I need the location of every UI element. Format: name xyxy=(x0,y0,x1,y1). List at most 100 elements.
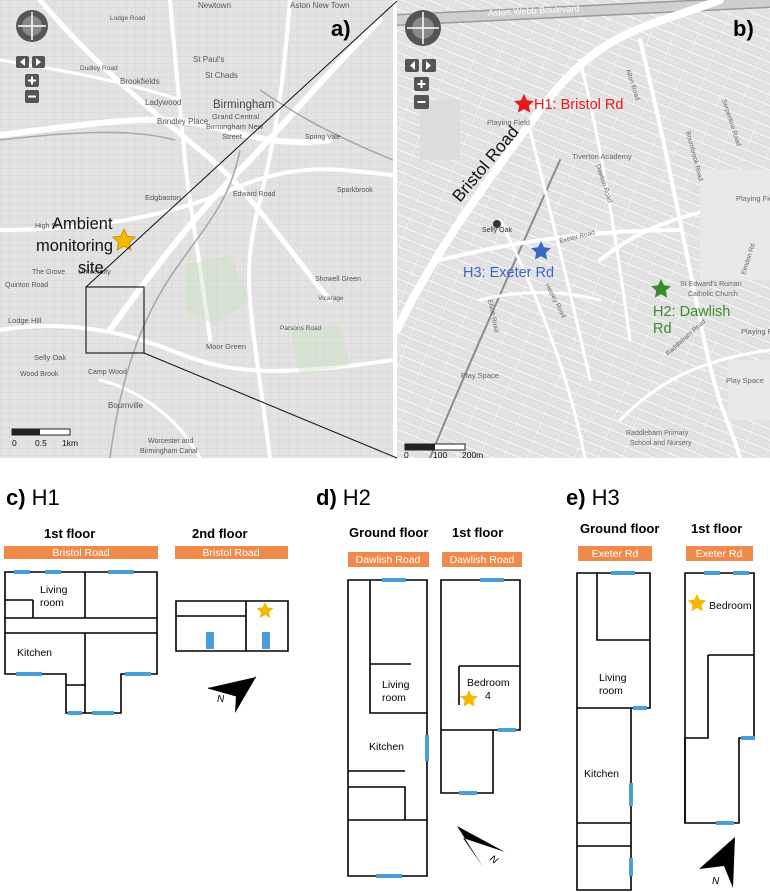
h2-road-tag-2-text: Dawlish Road xyxy=(450,554,515,566)
svg-text:N: N xyxy=(487,853,500,867)
h1-road-tag-2 xyxy=(175,546,288,559)
ambient-site-star xyxy=(111,228,137,251)
place-label: St Paul's xyxy=(193,55,224,64)
h3-road-tag xyxy=(578,546,652,561)
svg-text:St Edward's Roman: St Edward's Roman xyxy=(680,281,742,288)
map-a-controls xyxy=(16,10,48,103)
h2-windows xyxy=(376,578,516,878)
place-label: Street xyxy=(222,132,243,141)
place-label: Dudley Road xyxy=(80,65,118,72)
place-label: Aston New Town xyxy=(290,1,349,10)
svg-text:Catholic Church: Catholic Church xyxy=(688,291,738,298)
place-label: Selly Oak xyxy=(34,353,66,362)
place-label: St Chads xyxy=(205,71,238,80)
room-label: room xyxy=(599,685,623,697)
place-label: High St xyxy=(35,223,58,230)
svg-text:Play Space: Play Space xyxy=(461,371,499,380)
place-label: University xyxy=(78,267,111,276)
h3-floor-1-title: Ground floor xyxy=(580,521,659,536)
map-b-controls xyxy=(405,10,441,109)
room-label: room xyxy=(40,597,64,609)
place-label: Birmingham New xyxy=(206,122,264,131)
h1-north-arrow: N xyxy=(207,676,257,713)
h3-floor-2-title: 1st floor xyxy=(691,521,742,536)
h1-road-tag-text: Bristol Road xyxy=(52,547,109,559)
map-a-railways xyxy=(0,89,393,458)
h2-site-label-line2: Rd xyxy=(653,321,672,337)
svg-text:Play Space: Play Space xyxy=(726,376,764,385)
h3-site-label: H3: Exeter Rd xyxy=(463,265,554,281)
inset-connectors xyxy=(85,0,398,459)
h3-monitor-star xyxy=(687,594,707,612)
place-label: Worcester and xyxy=(148,438,193,445)
place-label: Parsons Road xyxy=(280,325,322,332)
place-label: Newtown xyxy=(198,1,231,10)
svg-text:Tiverton Academy: Tiverton Academy xyxy=(572,152,632,161)
ambient-site-label: Ambient monitoring site xyxy=(36,215,113,277)
room-label: Bedroom xyxy=(709,600,752,612)
place-label: Quinton Road xyxy=(5,282,48,289)
place-label: Ladywood xyxy=(145,98,181,107)
h2-site-star xyxy=(651,279,671,298)
room-label: 4 xyxy=(485,690,491,702)
panel-e-header: e)H3 xyxy=(566,485,620,510)
h3-north-arrow: N xyxy=(699,837,735,888)
h2-road-tag-2 xyxy=(442,552,522,567)
floorplan-h1: c)H1 1st floor 2nd floor Bristol Road Br… xyxy=(4,485,289,715)
h3-road-tag-2-text: Exeter Rd xyxy=(696,548,743,560)
h1-monitor-star xyxy=(256,602,274,619)
svg-text:monitoring: monitoring xyxy=(36,237,113,255)
svg-text:Playing Fields: Playing Fields xyxy=(736,194,770,203)
place-label: Vicarage xyxy=(318,295,344,302)
h2-floor-2-title: 1st floor xyxy=(452,525,503,540)
h2-site-label: H2: Dawlish xyxy=(653,304,730,320)
svg-text:N: N xyxy=(712,876,720,887)
place-label: Birmingham xyxy=(213,99,274,111)
h2-monitor-star xyxy=(460,690,478,707)
room-label: Kitchen xyxy=(369,741,404,753)
h1-site-star xyxy=(514,94,534,113)
place-label: Grand Central xyxy=(212,112,259,121)
place-label: Brindley Place xyxy=(157,117,209,126)
place-label: Edward Road xyxy=(233,191,276,198)
place-label: Birmingham Canal xyxy=(140,448,198,455)
place-label: Sparkbrook xyxy=(337,187,373,194)
panel-letter-b: b) xyxy=(733,16,754,41)
floorplan-h3: e)H3 Ground floor 1st floor Exeter Rd Ex… xyxy=(566,485,755,891)
map-b-parks xyxy=(420,100,770,420)
map-b-scale-bar: 0 100 200m xyxy=(404,443,483,460)
room-label: Living xyxy=(382,679,410,691)
place-label: Moor Green xyxy=(206,342,246,351)
svg-text:100: 100 xyxy=(433,450,447,460)
h3-walls xyxy=(576,572,755,891)
inset-box xyxy=(85,286,145,354)
floorplan-h2: d)H2 Ground floor 1st floor Dawlish Road… xyxy=(316,485,522,878)
place-label: The Grove xyxy=(32,269,65,276)
svg-text:Playing Field: Playing Field xyxy=(487,118,530,127)
place-label: Brookfields xyxy=(120,77,160,86)
place-label: Lodge Hill xyxy=(8,316,42,325)
h3-site-star xyxy=(531,241,551,260)
svg-text:site: site xyxy=(78,259,104,277)
h3-windows xyxy=(611,571,755,876)
railway-station-icon xyxy=(493,220,501,228)
svg-text:Ambient: Ambient xyxy=(52,215,113,233)
h1-walls xyxy=(4,571,289,714)
svg-text:1km: 1km xyxy=(62,438,78,448)
svg-text:Selly Oak: Selly Oak xyxy=(482,227,512,234)
map-a: Newtown Aston New Town Lodge Road Dudley… xyxy=(0,0,393,458)
svg-text:0: 0 xyxy=(12,438,17,448)
place-label: Edgbaston xyxy=(145,193,181,202)
h1-floor-2-title: 2nd floor xyxy=(192,526,248,541)
svg-text:200m: 200m xyxy=(462,450,483,460)
h1-road-tag xyxy=(4,546,158,559)
h2-walls xyxy=(347,579,521,877)
h2-north-arrow: N xyxy=(457,826,505,867)
place-label: Showell Green xyxy=(315,276,361,283)
panel-letter-a: a) xyxy=(331,16,351,41)
place-label: Bournville xyxy=(108,401,144,410)
map-b-labels: Playing Field Tiverton Academy Selly Oak… xyxy=(461,68,770,447)
svg-text:Playing Fie: Playing Fie xyxy=(741,327,770,336)
map-a-scale-bar: 0 0.5 1km xyxy=(11,428,78,448)
